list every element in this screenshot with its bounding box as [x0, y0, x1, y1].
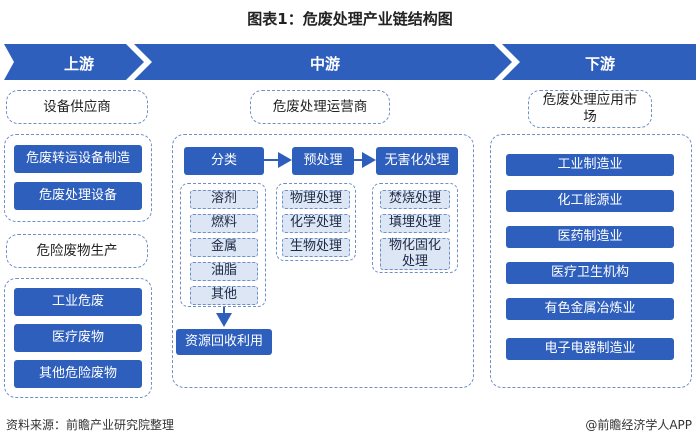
chart-title: 图表1：危废处理产业链结构图: [247, 10, 453, 28]
brand-mark: @前瞻经济学人APP: [585, 418, 692, 432]
market-item-industrial: 工业制造业: [506, 154, 674, 176]
waste-item-medical: 医疗废物: [14, 324, 142, 352]
market-item-chemical: 化工能源业: [506, 190, 674, 212]
sort-item-fuel: 燃料: [190, 214, 258, 233]
downstream-heading: 危废处理应用市场: [528, 90, 652, 128]
sort-item-other: 其他: [190, 286, 258, 305]
waste-item-other: 其他危险废物: [14, 360, 142, 388]
pre-item-physical: 物理处理: [282, 190, 350, 209]
equipment-item-treatment: 危废处理设备: [14, 182, 142, 210]
sort-item-solvent: 溶剂: [190, 190, 258, 209]
sort-item-metal: 金属: [190, 238, 258, 257]
pre-item-chemical: 化学处理: [282, 214, 350, 233]
stage-banner: [4, 44, 696, 80]
market-item-pharma: 医药制造业: [506, 226, 674, 248]
upstream-label: 上游: [63, 55, 94, 73]
market-item-electronics: 电子电器制造业: [506, 338, 674, 360]
step-pretreatment: 预处理: [292, 147, 354, 175]
midstream-label: 中游: [309, 55, 340, 73]
step-sort: 分类: [184, 147, 264, 175]
waste-item-industrial: 工业危废: [14, 288, 142, 316]
sort-item-grease: 油脂: [190, 262, 258, 281]
market-item-healthcare: 医疗卫生机构: [506, 262, 674, 284]
harmless-item-landfill: 填埋处理: [380, 214, 450, 233]
equipment-heading: 设备供应商: [6, 90, 148, 124]
market-item-nonferrous: 有色金属冶炼业: [506, 298, 674, 320]
upstream-arrow: [4, 44, 144, 80]
recycle-box: 资源回收利用: [176, 329, 272, 355]
midstream-arrow: [134, 44, 512, 80]
harmless-item-incineration: 焚烧处理: [380, 190, 450, 209]
harmless-item-solidify: 物化固化处理: [380, 238, 450, 270]
downstream-label: 下游: [584, 55, 615, 73]
equipment-item-transfer: 危废转运设备制造: [14, 145, 142, 173]
downstream-arrow: [502, 44, 696, 80]
step-harmless: 无害化处理: [376, 147, 458, 175]
waste-heading: 危险废物生产: [6, 234, 148, 268]
midstream-heading: 危废处理运营商: [250, 90, 390, 124]
pre-item-biological: 生物处理: [282, 238, 350, 257]
source-note: 资料来源：前瞻产业研究院整理: [6, 418, 175, 432]
